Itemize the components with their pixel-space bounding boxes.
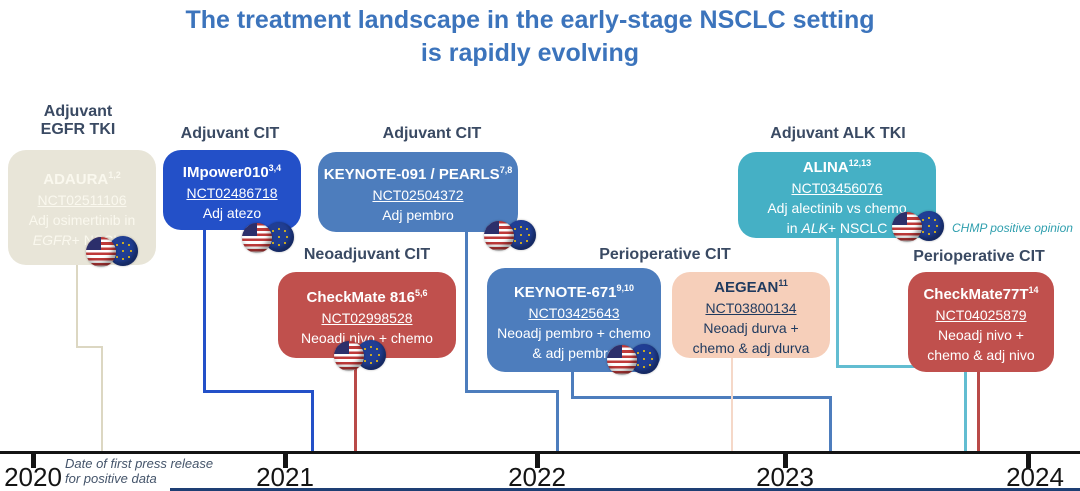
category-perioperative-cit-2: Perioperative CIT [913, 248, 1045, 265]
footnote-line1: Date of first press release [65, 456, 214, 471]
connector-checkmate77t-v [977, 368, 980, 452]
connector-adaura-h [76, 346, 103, 348]
trial-name: CheckMate77T14 [923, 284, 1039, 303]
trial-box-checkmate77t: CheckMate77T14 NCT04025879 Neoadj nivo +… [908, 272, 1054, 372]
connector-keynote671-v2 [829, 396, 832, 452]
us-flag-icon [86, 237, 116, 267]
trial-desc: in ALK+ NSCLC [786, 219, 888, 236]
trial-name: KEYNOTE-6719,10 [513, 282, 635, 301]
trial-name: ADAURA1,2 [43, 170, 121, 188]
category-perioperative-cit-1: Perioperative CIT [599, 246, 731, 263]
connector-keynote671-v1 [571, 368, 574, 398]
trial-box-keynote091: KEYNOTE-091 / PEARLS7,8 NCT02504372 Adj … [318, 152, 518, 232]
timeline-tick-2024 [1026, 451, 1031, 468]
slide-bottom-bar [170, 488, 1080, 491]
trial-desc: Adj osimertinib in [28, 212, 136, 228]
connector-aegean-v [731, 355, 733, 452]
category-adjuvant-egfr-tki: Adjuvant EGFR TKI [40, 103, 116, 138]
connector-impower010-v2 [311, 390, 314, 452]
trial-desc: chemo & adj durva [692, 339, 810, 356]
timeline-tick-2020 [31, 451, 36, 468]
trial-desc: chemo & adj nivo [927, 346, 1035, 363]
us-flag-icon [484, 221, 514, 251]
trial-desc: Adj alectinib vs chemo [767, 199, 907, 216]
nct-link-aegean[interactable]: NCT03800134 [705, 299, 797, 316]
trial-name: AEGEAN11 [714, 277, 788, 296]
trial-name: KEYNOTE-091 / PEARLS7,8 [323, 164, 513, 183]
trial-desc: Neoadj pembro + chemo [497, 324, 651, 341]
page-title: The treatment landscape in the early-sta… [0, 4, 1060, 70]
nct-link-keynote671[interactable]: NCT03425643 [528, 304, 620, 321]
connector-alina-v2 [964, 365, 967, 452]
trial-desc: & adj pembro [532, 344, 616, 361]
trial-name: IMpower0103,4 [182, 162, 282, 181]
connector-adaura-v2 [101, 346, 103, 452]
connector-adaura-v1 [76, 260, 78, 348]
category-adjuvant-alk-tki: Adjuvant ALK TKI [770, 125, 906, 142]
footnote-line2: for positive data [65, 471, 157, 486]
approval-flags-keynote671 [607, 344, 661, 376]
connector-keynote671-h [571, 396, 832, 399]
connector-impower010-v1 [203, 228, 206, 393]
trial-desc: Adj atezo [202, 204, 262, 221]
page-title-line2: is rapidly evolving [420, 39, 640, 67]
trial-box-adaura: ADAURA1,2 NCT02511106 Adj osimertinib in… [8, 150, 156, 265]
trial-box-impower010: IMpower0103,4 NCT02486718 Adj atezo [163, 150, 301, 230]
trial-name: ALINA12,13 [802, 157, 872, 176]
timeline-axis [0, 451, 1080, 454]
us-flag-icon [242, 223, 272, 253]
page-title-line1: The treatment landscape in the early-sta… [185, 6, 875, 34]
nct-link-impower010[interactable]: NCT02486718 [186, 184, 278, 201]
timeline-tick-2022 [535, 451, 540, 468]
trial-box-checkmate816: CheckMate 8165,6 NCT02998528 Neoadj nivo… [278, 272, 456, 358]
trial-desc: Neoadj durva + [703, 319, 799, 336]
trial-box-aegean: AEGEAN11 NCT03800134 Neoadj durva + chem… [672, 272, 830, 358]
nct-link-checkmate816[interactable]: NCT02998528 [321, 309, 413, 326]
trial-desc: Adj pembro [382, 206, 454, 223]
year-label-2023: 2023 [756, 462, 814, 491]
approval-flags-alina [892, 211, 946, 243]
year-label-2022: 2022 [508, 462, 566, 491]
nct-link-alina[interactable]: NCT03456076 [791, 179, 883, 196]
approval-flags-keynote091 [484, 220, 538, 252]
approval-flags-adaura [86, 236, 140, 268]
connector-alina-h [836, 365, 967, 368]
chmp-positive-opinion-note: CHMP positive opinion [952, 221, 1073, 235]
year-label-2020: 2020 [4, 462, 62, 491]
nct-link-adaura[interactable]: NCT02511106 [37, 192, 127, 208]
connector-keynote091-v1 [465, 228, 468, 393]
nct-link-keynote091[interactable]: NCT02504372 [372, 186, 464, 203]
year-label-2024: 2024 [1006, 462, 1064, 491]
approval-flags-impower010 [242, 222, 296, 254]
nct-link-checkmate77t[interactable]: NCT04025879 [935, 306, 1027, 323]
us-flag-icon [607, 345, 637, 375]
connector-keynote091-v2 [556, 390, 559, 452]
category-neoadjuvant-cit: Neoadjuvant CIT [303, 246, 431, 263]
trial-box-alina: ALINA12,13 NCT03456076 Adj alectinib vs … [738, 152, 936, 238]
connector-impower010-h [203, 390, 314, 393]
trial-name: CheckMate 8165,6 [306, 287, 428, 306]
category-adjuvant-cit-1: Adjuvant CIT [180, 125, 280, 142]
category-adjuvant-cit-2: Adjuvant CIT [382, 125, 482, 142]
timeline-footnote: Date of first press release for positive… [65, 456, 213, 486]
timeline-tick-2021 [283, 451, 288, 468]
approval-flags-checkmate816 [334, 340, 388, 372]
us-flag-icon [892, 212, 922, 242]
us-flag-icon [334, 341, 364, 371]
timeline-tick-2023 [783, 451, 788, 468]
connector-checkmate816-v [354, 355, 357, 452]
trial-box-keynote671: KEYNOTE-6719,10 NCT03425643 Neoadj pembr… [487, 268, 661, 372]
connector-alina-v1 [836, 235, 839, 368]
year-label-2021: 2021 [256, 462, 314, 491]
connector-keynote091-h [465, 390, 559, 393]
trial-desc: Neoadj nivo + [937, 326, 1024, 343]
